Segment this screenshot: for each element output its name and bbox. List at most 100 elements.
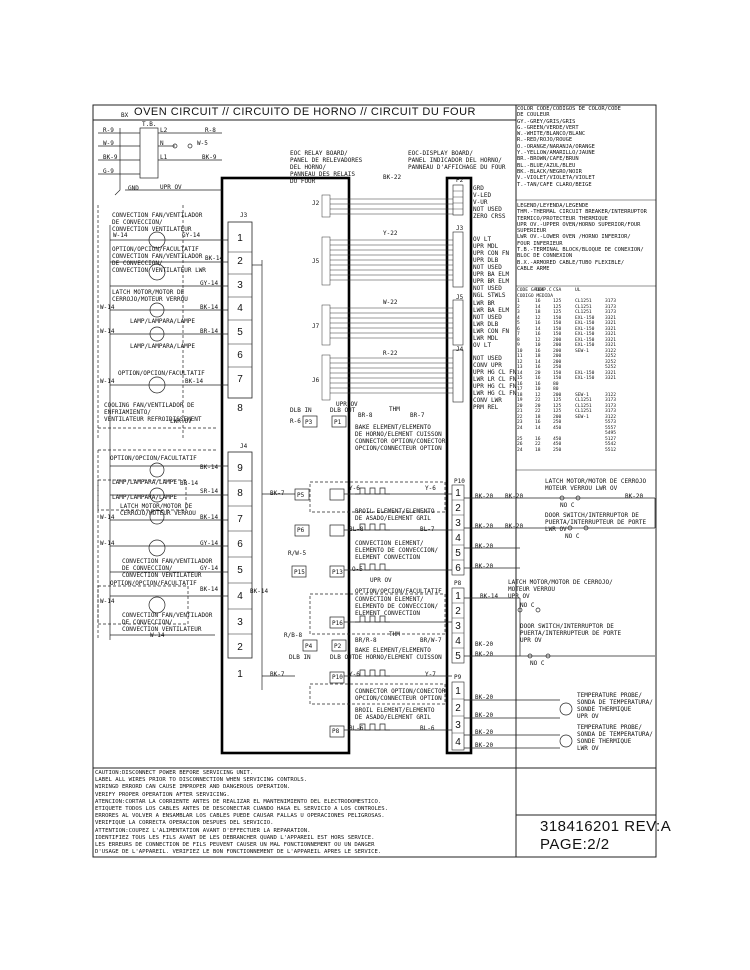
j3-pin-line: UPR MDL xyxy=(473,243,499,250)
gauge-cell: EXL-150 xyxy=(575,326,595,332)
gnd-label: GND xyxy=(128,185,139,192)
conv-el-2-label: CONVECTION ELEMENT/ELEMENTO DE CONVECCIO… xyxy=(355,596,438,617)
thm2-label: THM xyxy=(389,631,400,638)
latch-motor-1-line: LATCH MOTOR/MOTOR DE xyxy=(112,289,185,296)
gauge-cell: 22 xyxy=(535,409,541,414)
p4-label: P4 xyxy=(305,643,313,650)
bk20-f: BK-20 xyxy=(475,543,494,550)
gauge-cell: 26 xyxy=(517,442,523,447)
p10-pin-number: 3 xyxy=(455,518,461,529)
temp-probe-2-label: TEMPERATURE PROBE/SONDA DE TEMPERATURA/S… xyxy=(577,724,653,752)
gauge-cell: 5557 xyxy=(605,425,617,431)
r8b-label: R/B-8 xyxy=(284,632,303,639)
gauge-cell: 11 xyxy=(517,354,523,359)
part-number: 318416201 REV:A xyxy=(540,818,672,835)
temp-probe-2-line: SONDE THERMIQUE xyxy=(577,738,632,745)
gauge-cell: 20 xyxy=(535,370,541,376)
gauge-cell: 80 xyxy=(553,381,559,387)
gauge-cell: 10 xyxy=(535,343,541,348)
j3-pin-line: UPR DLB xyxy=(473,257,499,264)
bake-2-line: BAKE ELEMENT/ELEMENTO xyxy=(355,647,431,654)
gauge-cell: 3321 xyxy=(605,337,617,343)
color-legend-line: G.-GREEN/VERDE/VERT xyxy=(517,124,579,131)
gauge-cell: 250 xyxy=(553,420,562,425)
gauge-cell: 5542 xyxy=(605,442,617,447)
bk7b-label: BK-7 xyxy=(270,671,285,678)
br8-label: BR-8 xyxy=(358,412,373,419)
p8-mid-label: P8 xyxy=(332,728,340,735)
color-legend-line: R.-RED/ROJO/ROUGE xyxy=(517,137,573,144)
eoc-relay-line: PANNEAU DES RELAIS xyxy=(290,171,356,178)
gauge-cell: 3252 xyxy=(605,354,617,359)
gauge-cell: 250 xyxy=(553,365,562,370)
tb-label: T.B. xyxy=(142,121,157,128)
wire-bk14-d: BK-14 xyxy=(200,464,219,471)
j3-label: J3 xyxy=(240,212,248,219)
gauge-cell: 16 xyxy=(535,365,541,370)
p10-label: P10 xyxy=(454,478,465,485)
gauge-cell: 7 xyxy=(517,332,520,337)
conn-opt-2-line: CONNECTOR OPTION/CONECTOR xyxy=(355,688,446,695)
gauge-cell: 9 xyxy=(517,343,520,348)
p6-label: P6 xyxy=(297,527,305,534)
j5r-label: J5 xyxy=(456,294,464,301)
p13-label: P13 xyxy=(332,569,343,576)
gauge-cell: 1 xyxy=(517,299,520,304)
j5-label: J5 xyxy=(312,258,320,265)
gauge-cell: 125 xyxy=(553,304,562,310)
j6-label: J6 xyxy=(312,377,320,384)
lamp-2-label: LAMP/LAMPARA/LAMPE xyxy=(130,343,196,350)
j4-pin-line: UPR HG CL FN xyxy=(473,383,517,390)
wire-w14-d: W-14 xyxy=(100,378,115,385)
n-label: N xyxy=(160,140,164,147)
j3-pin-line: UPR BR ELM xyxy=(473,278,510,285)
gauge-cell: 150 xyxy=(553,376,562,381)
gauge-cell: 125 xyxy=(553,409,562,414)
wire-br14-a: BR-14 xyxy=(200,328,219,335)
gauge-cell: 80 xyxy=(553,387,559,392)
gauge-cell: 150 xyxy=(553,332,562,337)
latch-motor-r2-label: LATCH MOTOR/MOTOR DE CERROJO/MOTEUR VERR… xyxy=(508,579,613,600)
bake-1-line: BAKE ELEMENT/ELEMENTO xyxy=(355,424,431,431)
gauge-cell: 14 xyxy=(535,425,541,431)
bk14-right: BK-14 xyxy=(480,593,499,600)
gauge-cell: 6 xyxy=(517,326,520,332)
gauge-cell: 450 xyxy=(553,436,562,442)
conv-el-1-label: CONVECTION ELEMENT/ELEMENTO DE CONVECCIO… xyxy=(355,540,438,561)
p1-label: P1 xyxy=(334,419,342,426)
latch-motor-2-line: CERROJO/MOTEUR VERROU xyxy=(120,510,196,517)
l1-label: L1 xyxy=(160,154,168,161)
diagram-title: OVEN CIRCUIT // CIRCUITO DE HORNO // CIR… xyxy=(134,106,476,118)
eoc-relay-line: DU FOUR xyxy=(290,178,316,185)
gauge-cell: 18 xyxy=(535,310,541,315)
gauge-cell: EXL-150 xyxy=(575,315,595,321)
gauge-cell: UL xyxy=(575,288,581,293)
bk20-e: BK-20 xyxy=(505,523,524,530)
conv-fan-2-line: DE CONVECCION/ xyxy=(112,260,163,267)
wire-w14-b: W-14 xyxy=(100,304,115,311)
j4-label: J4 xyxy=(240,443,248,450)
j4-pin-line: LWR LR CL FN xyxy=(473,376,517,383)
gauge-cell: 19 xyxy=(517,398,523,403)
r6-label: R-6 xyxy=(290,418,301,425)
gauge-cell: EXL-150 xyxy=(575,332,595,337)
p9-pin-number: 3 xyxy=(455,720,461,731)
gauge-cell: 18 xyxy=(535,414,541,420)
conv-fan-1-line: CONVECTION VENTILATEUR xyxy=(112,226,192,233)
p2-pin-line: V-UR xyxy=(473,199,488,206)
eoc-relay-line: DEL HORNO/ xyxy=(290,164,327,171)
